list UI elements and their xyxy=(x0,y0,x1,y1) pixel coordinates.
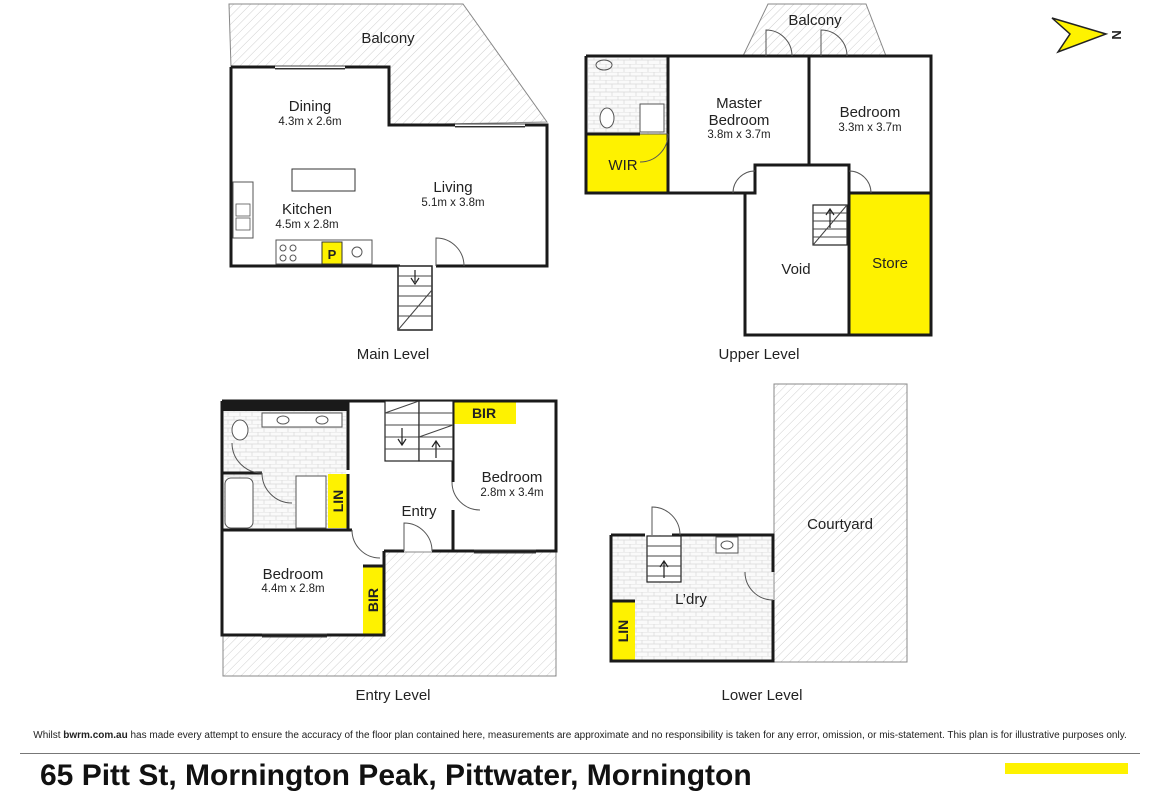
entry-bir-side-label: BIR xyxy=(365,588,381,612)
courtyard-label: Courtyard xyxy=(807,516,873,533)
master-bedroom-label-line1: Master xyxy=(716,95,762,112)
floor-plan: N Balcony Dining 4.3m x 2.6m xyxy=(220,3,1124,704)
living-size: 5.1m x 3.8m xyxy=(421,197,484,209)
disclaimer-suffix: has made every attempt to ensure the acc… xyxy=(127,730,1127,741)
upper-level-title: Upper Level xyxy=(719,346,800,363)
entry-level-title: Entry Level xyxy=(355,687,430,704)
main-level: Balcony Dining 4.3m x 2.6m Living 5.1m x… xyxy=(228,3,549,363)
entry-bedroom-left-size: 4.4m x 2.8m xyxy=(261,583,324,595)
lower-level-title: Lower Level xyxy=(722,687,803,704)
upper-bedroom-size: 3.3m x 3.7m xyxy=(838,122,901,134)
entry-label: Entry xyxy=(401,503,437,520)
north-label: N xyxy=(1109,30,1124,39)
master-bedroom-size: 3.8m x 3.7m xyxy=(707,129,770,141)
property-address: 65 Pitt St, Mornington Peak, Pittwater, … xyxy=(40,759,752,792)
master-bedroom-label-line2: Bedroom xyxy=(709,112,770,129)
main-level-title: Main Level xyxy=(357,346,430,363)
entry-bedroom-left-label: Bedroom xyxy=(263,566,324,583)
entry-bir-top-label: BIR xyxy=(472,405,496,421)
store-label: Store xyxy=(872,255,908,272)
wir-label: WIR xyxy=(608,157,637,174)
void-label: Void xyxy=(781,261,810,278)
brand-badge xyxy=(1005,763,1128,774)
entry-bedroom-right-size: 2.8m x 3.4m xyxy=(480,487,543,499)
pantry-label: P xyxy=(328,247,337,262)
disclaimer: Whilst bwrm.com.au has made every attemp… xyxy=(20,730,1140,741)
laundry-label: L’dry xyxy=(675,591,707,608)
upper-bedroom-label: Bedroom xyxy=(840,104,901,121)
upper-level: Balcony Master Bedroom 3.8m x 3.7m Bedro… xyxy=(584,3,933,363)
entry-lin-label: LIN xyxy=(330,490,346,513)
living-label: Living xyxy=(433,179,472,196)
kitchen-label: Kitchen xyxy=(282,201,332,218)
north-arrow-icon: N xyxy=(1051,17,1124,54)
entry-level: BIR Bedroom 2.8m x 3.4m Entry LIN Bedroo… xyxy=(220,399,558,704)
footer-divider xyxy=(20,753,1140,754)
dining-size: 4.3m x 2.6m xyxy=(278,116,341,128)
lower-lin-label: LIN xyxy=(615,620,631,643)
lower-level: Courtyard L’dry LIN Lower Level xyxy=(609,383,908,704)
entry-bedroom-right-label: Bedroom xyxy=(482,469,543,486)
main-balcony-label: Balcony xyxy=(361,30,415,47)
disclaimer-prefix: Whilst xyxy=(33,730,64,741)
disclaimer-site: bwrm.com.au xyxy=(63,730,128,741)
kitchen-size: 4.5m x 2.8m xyxy=(275,219,338,231)
courtyard xyxy=(773,383,908,663)
dining-label: Dining xyxy=(289,98,332,115)
upper-balcony-label: Balcony xyxy=(788,12,842,29)
